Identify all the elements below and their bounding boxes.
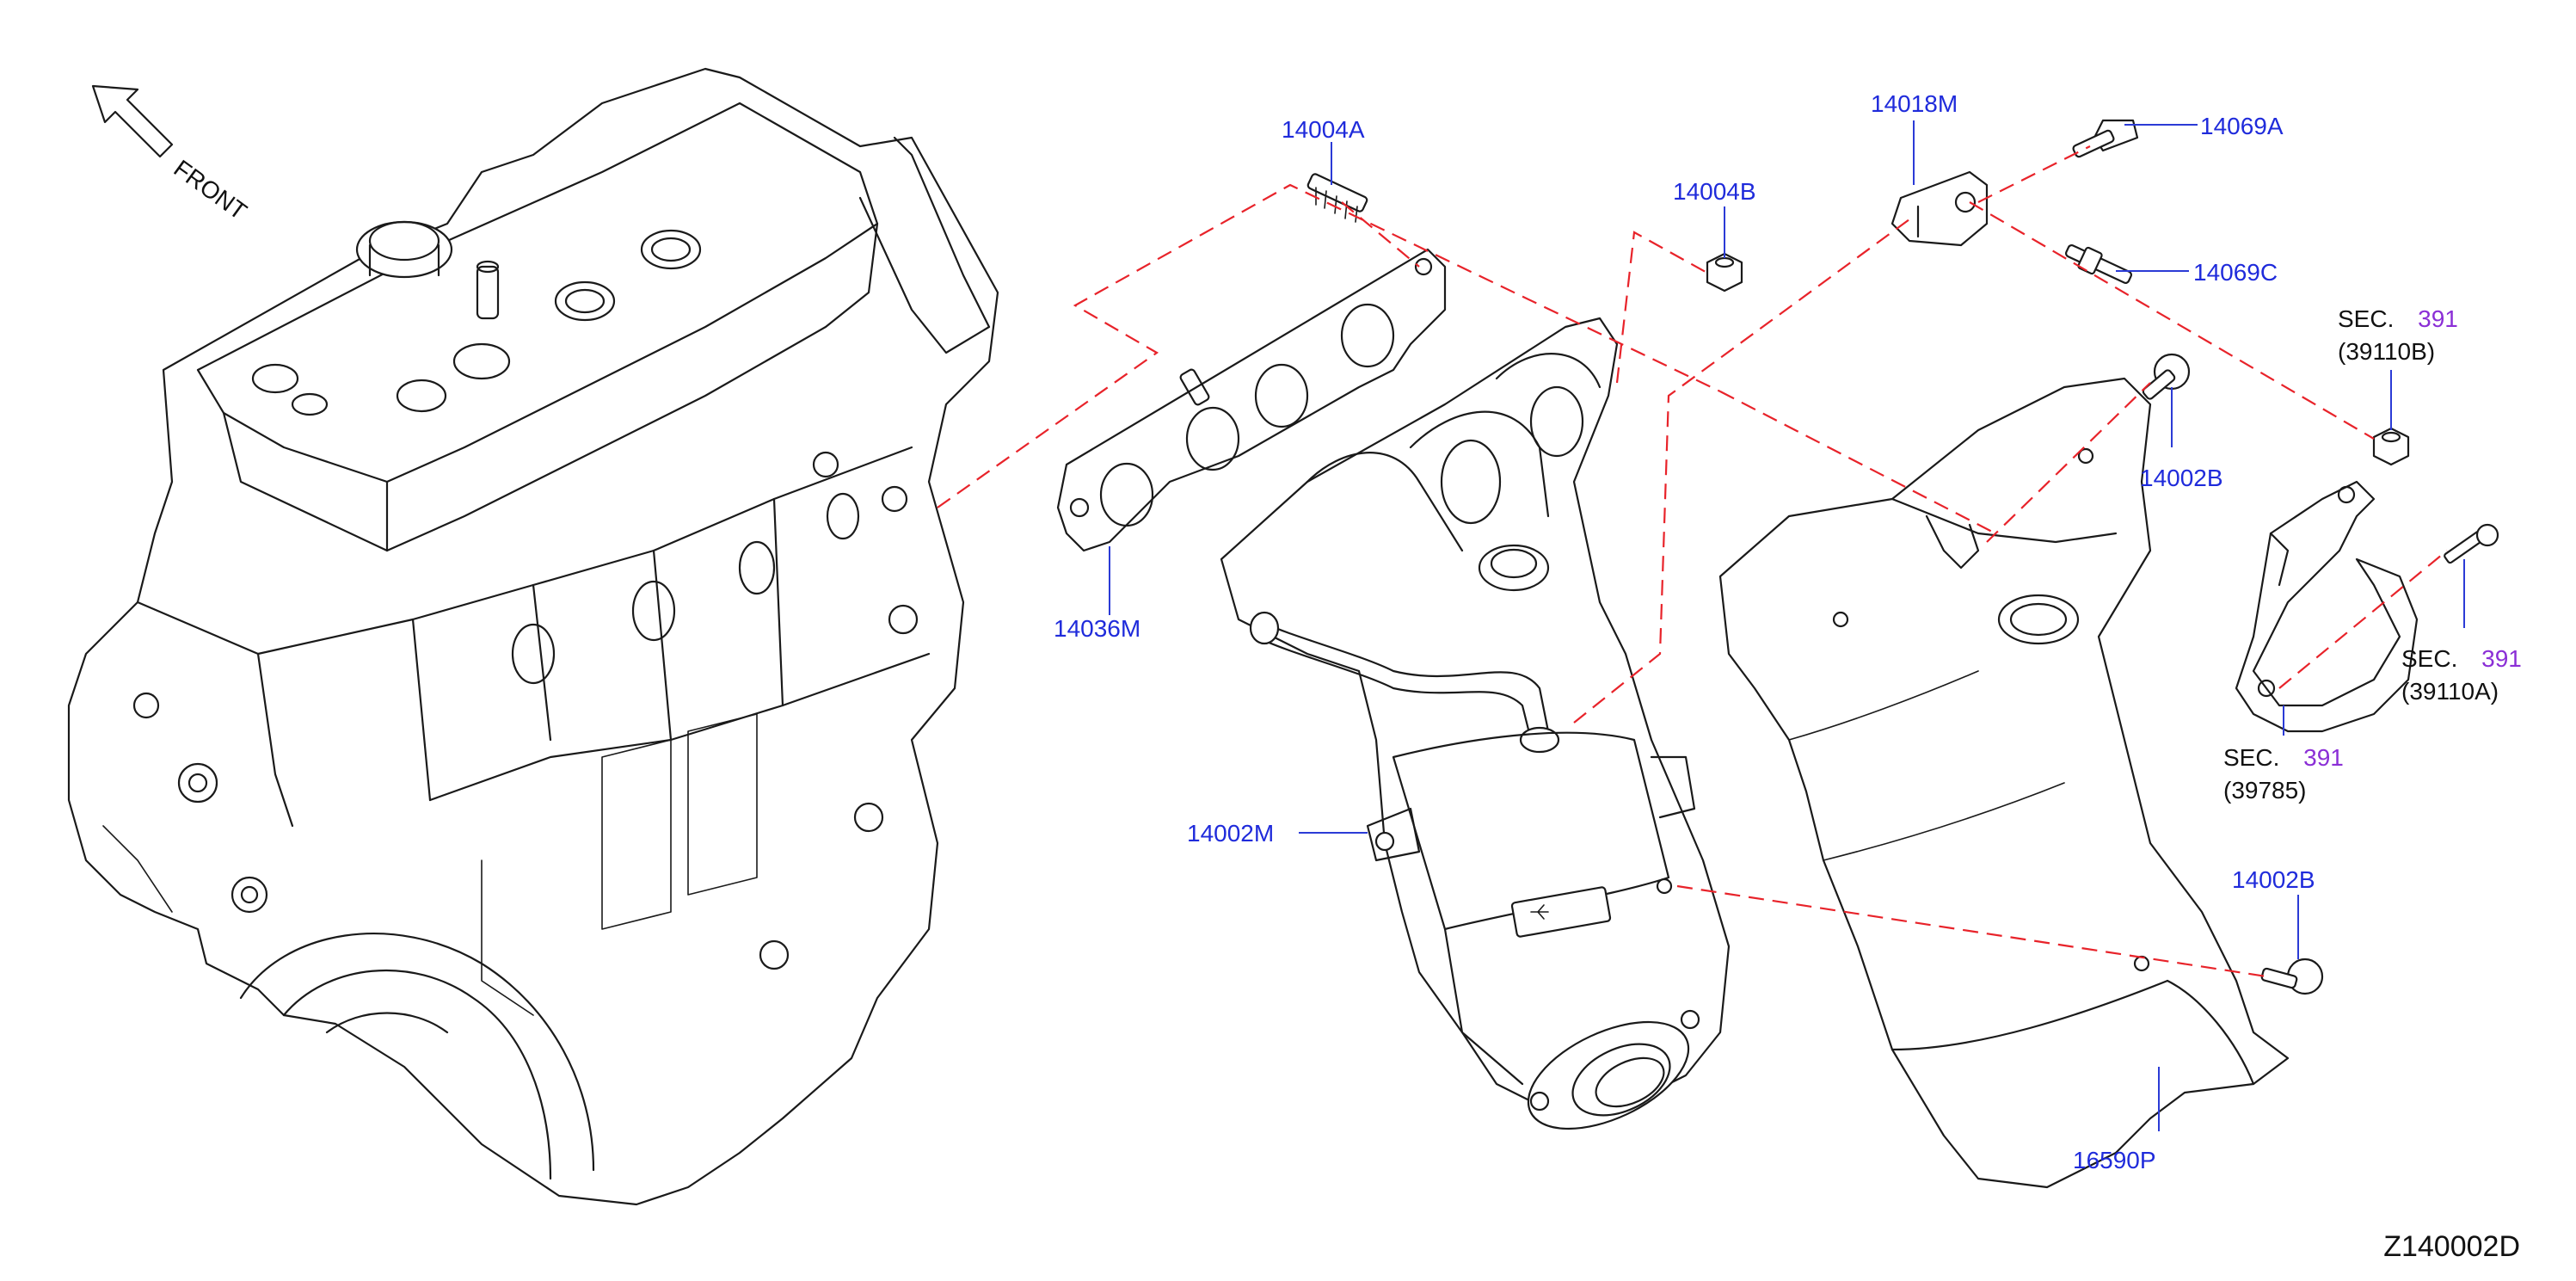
stud-14069C[interactable] <box>2065 243 2132 285</box>
sec-ref-39110A[interactable]: SEC. 391 (39110A) <box>2401 645 2522 705</box>
sec-ref-39785[interactable]: SEC. 391 (39785) <box>2223 744 2344 804</box>
sec-prefix: SEC. <box>2401 645 2457 672</box>
label-14036M[interactable]: 14036M <box>1054 615 1140 642</box>
bolt-14069A[interactable] <box>2072 119 2139 158</box>
label-14004B[interactable]: 14004B <box>1673 178 1756 205</box>
stud-14004A[interactable] <box>1306 173 1368 223</box>
manifold-bracket[interactable] <box>1891 170 1989 247</box>
label-14069A[interactable]: 14069A <box>2200 113 2284 139</box>
svg-text:SEC. 391: SEC. 391 <box>2401 645 2522 672</box>
label-14018M[interactable]: 14018M <box>1871 90 1958 117</box>
front-label: FRONT <box>169 155 251 225</box>
nut-14004B[interactable] <box>1706 252 1743 293</box>
exhaust-manifold-gasket[interactable] <box>1056 248 1447 552</box>
bolt-14002B-top[interactable] <box>2142 353 2191 400</box>
sec-number[interactable]: 391 <box>2303 744 2344 771</box>
label-14069C[interactable]: 14069C <box>2193 259 2278 286</box>
sec-ref-code: (39110A) <box>2401 678 2499 705</box>
sec-number[interactable]: 391 <box>2481 645 2522 672</box>
svg-text:SEC. 391: SEC. 391 <box>2338 305 2458 332</box>
bolt-39110A[interactable] <box>2444 523 2499 564</box>
nut-39110B[interactable] <box>2372 427 2410 466</box>
label-14004A[interactable]: 14004A <box>1282 116 1365 143</box>
bolt-14002B-bottom[interactable] <box>2260 958 2324 995</box>
sec-ref-code: (39110B) <box>2338 338 2435 365</box>
sec-ref-code: (39785) <box>2223 777 2307 804</box>
engine-block <box>67 67 999 1206</box>
label-14002B-bottom[interactable]: 14002B <box>2232 866 2315 893</box>
diagram-id: Z140002D <box>2383 1230 2520 1263</box>
dashed-guides <box>937 145 2448 978</box>
heat-shield[interactable] <box>1718 377 2290 1189</box>
sec-prefix: SEC. <box>2223 744 2279 771</box>
label-14002M[interactable]: 14002M <box>1187 820 1274 847</box>
front-arrow-icon <box>91 84 174 158</box>
leader-lines <box>1109 120 2465 1131</box>
sec-number[interactable]: 391 <box>2418 305 2458 332</box>
label-16590P[interactable]: 16590P <box>2073 1147 2156 1173</box>
mount-bracket[interactable] <box>2235 480 2419 733</box>
label-14002B-top[interactable]: 14002B <box>2140 465 2223 491</box>
svg-text:SEC. 391: SEC. 391 <box>2223 744 2344 771</box>
exhaust-manifold-catalyst[interactable] <box>1220 317 1731 1151</box>
sec-prefix: SEC. <box>2338 305 2394 332</box>
sec-ref-39110B[interactable]: SEC. 391 (39110B) <box>2338 305 2458 365</box>
